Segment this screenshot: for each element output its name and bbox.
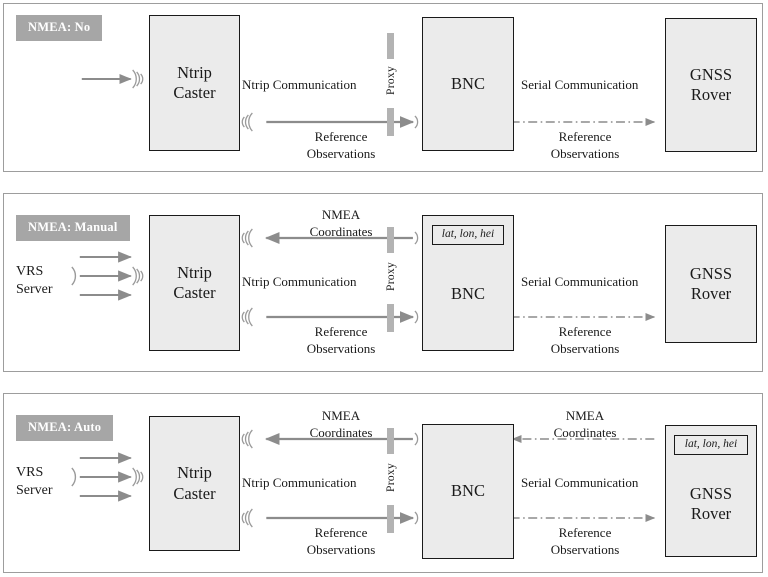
proxy-bar-bottom: [387, 505, 394, 533]
proxy-bar-top: [387, 227, 394, 253]
link-label-serial-communication: Serial Communication: [521, 475, 639, 490]
label-line2: Observations: [306, 541, 376, 557]
node-gnss-rover[interactable]: GNSS Rover: [665, 225, 757, 343]
label-line1: Reference: [314, 525, 368, 540]
label-line1: VRS: [16, 465, 44, 480]
link-label-reference-observations-left: Reference Observations: [267, 324, 415, 358]
label-line2: Coordinates: [553, 424, 617, 440]
link-label-ntrip-communication: Ntrip Communication: [242, 274, 357, 289]
proxy-bar-top: [387, 428, 394, 454]
label-line1: Reference: [314, 324, 368, 339]
node-label-line1: Ntrip: [177, 62, 212, 82]
node-bnc[interactable]: BNC: [422, 17, 514, 151]
link-label-reference-observations-right: Reference Observations: [512, 525, 658, 559]
node-ntrip-caster[interactable]: Ntrip Caster: [149, 215, 240, 351]
link-label-reference-observations-left: Reference Observations: [267, 525, 415, 559]
label-line1: NMEA: [565, 408, 605, 423]
link-label-serial-communication: Serial Communication: [521, 274, 639, 289]
node-label-line2: Rover: [690, 85, 732, 104]
node-ntrip-caster[interactable]: Ntrip Caster: [149, 15, 240, 151]
label-line2: Observations: [550, 145, 620, 161]
label-line2: Coordinates: [309, 223, 373, 239]
proxy-label: Proxy: [385, 262, 397, 291]
node-label-line1: GNSS: [689, 64, 733, 84]
node-label-line2: Rover: [690, 504, 732, 523]
coordinate-chip: lat, lon, hei: [674, 435, 748, 455]
label-line1: Reference: [558, 129, 612, 144]
label-line2: Observations: [550, 541, 620, 557]
label-line1: NMEA: [321, 408, 361, 423]
proxy-label: Proxy: [385, 463, 397, 492]
node-label-line2: Caster: [173, 83, 216, 102]
label-line2: Observations: [306, 145, 376, 161]
label-line2: Coordinates: [309, 424, 373, 440]
node-bnc[interactable]: BNC: [422, 424, 514, 559]
node-label-line1: BNC: [451, 283, 485, 303]
node-label-line2: Rover: [690, 284, 732, 303]
proxy-bar-top: [387, 33, 394, 59]
panel-nmea-no: NMEA: No Ntrip Caster BNC GNSS Rover Pro…: [3, 3, 763, 172]
panel-nmea-manual: NMEA: Manual VRS Server Ntrip Caster lat…: [3, 193, 763, 372]
source-label-vrs-server: VRS Server: [16, 263, 53, 299]
proxy-label: Proxy: [385, 66, 397, 95]
node-bnc[interactable]: lat, lon, hei BNC: [422, 215, 514, 351]
link-label-nmea-coordinates-right: NMEA Coordinates: [512, 408, 658, 442]
node-gnss-rover[interactable]: lat, lon, hei GNSS Rover: [665, 425, 757, 557]
node-label-line1: Ntrip: [177, 262, 212, 282]
link-label-ntrip-communication: Ntrip Communication: [242, 77, 357, 92]
node-label-line2: Caster: [173, 283, 216, 302]
coordinate-chip: lat, lon, hei: [432, 225, 504, 245]
label-line2: Server: [16, 483, 53, 499]
label-line1: Reference: [558, 525, 612, 540]
proxy-bar-bottom: [387, 108, 394, 136]
label-line1: Reference: [314, 129, 368, 144]
label-line2: Observations: [550, 340, 620, 356]
label-line1: NMEA: [321, 207, 361, 222]
label-line2: Server: [16, 282, 53, 298]
link-label-reference-observations-left: Reference Observations: [267, 129, 415, 163]
source-label-vrs-server: VRS Server: [16, 464, 53, 500]
label-line1: Reference: [558, 324, 612, 339]
mode-badge: NMEA: No: [16, 15, 103, 41]
link-label-reference-observations-right: Reference Observations: [512, 129, 658, 163]
node-label-line2: Caster: [173, 483, 216, 503]
link-label-nmea-coordinates-left: NMEA Coordinates: [267, 408, 415, 442]
node-label-line1: BNC: [451, 73, 485, 93]
node-label-line1: GNSS: [689, 263, 733, 283]
node-label-line1: Ntrip: [177, 463, 212, 483]
node-ntrip-caster[interactable]: Ntrip Caster: [149, 416, 240, 551]
link-label-reference-observations-right: Reference Observations: [512, 324, 658, 358]
mode-badge: NMEA: Auto: [16, 415, 114, 441]
mode-badge: NMEA: Manual: [16, 215, 130, 241]
node-gnss-rover[interactable]: GNSS Rover: [665, 18, 757, 152]
proxy-bar-bottom: [387, 304, 394, 332]
panel-nmea-auto: NMEA: Auto VRS Server Ntrip Caster BNC l…: [3, 393, 763, 573]
label-line1: VRS: [16, 264, 44, 279]
label-line2: Observations: [306, 340, 376, 356]
node-label-line1: GNSS: [689, 483, 733, 503]
node-label-line1: BNC: [451, 481, 485, 501]
link-label-serial-communication: Serial Communication: [521, 77, 639, 92]
link-label-nmea-coordinates-left: NMEA Coordinates: [267, 207, 415, 241]
link-label-ntrip-communication: Ntrip Communication: [242, 475, 357, 490]
